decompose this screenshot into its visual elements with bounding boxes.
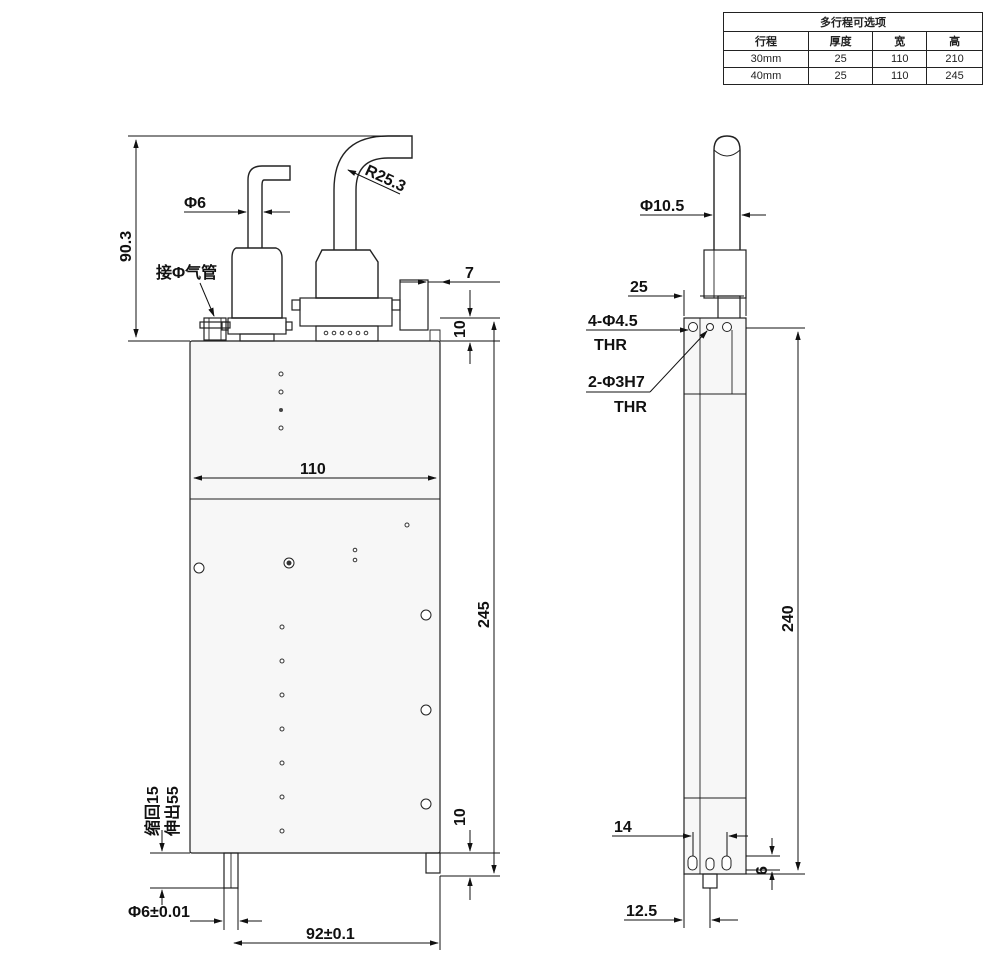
side-cable <box>713 135 741 250</box>
left-cable-connector <box>221 165 293 342</box>
connector-housing <box>299 297 393 327</box>
dim-10-top: 10 <box>440 290 500 364</box>
dim-label: 2-Φ3H7 <box>588 374 645 391</box>
side-view: Φ10.5 25 4-Φ4.5 THR 2-Φ3H7 THR <box>586 135 805 928</box>
dim-label: 12.5 <box>626 903 657 920</box>
actuator-body <box>189 340 441 854</box>
dim-stroke: 缩回15 伸出55 <box>143 786 224 905</box>
dim-rod-phi6: Φ6±0.01 <box>128 888 262 930</box>
bottom-right-foot <box>425 852 441 874</box>
center-hole-core <box>286 560 292 566</box>
mount-hole <box>193 562 205 574</box>
dim-label: 110 <box>300 461 326 478</box>
dim-7: 7 <box>400 265 500 285</box>
dim-label: 90.3 <box>118 231 135 262</box>
table-cell: 25 <box>807 67 874 85</box>
mount-hole <box>420 798 432 810</box>
front-view: 90.3 Φ6 R25.3 接Φ气管 7 <box>118 135 500 950</box>
top-right-step <box>429 329 441 341</box>
dim-6: 6 <box>746 838 780 890</box>
dim-phi6-cable: Φ6 <box>184 195 290 215</box>
dim-label: Φ10.5 <box>640 198 684 215</box>
dim-phi105: Φ10.5 <box>640 198 766 218</box>
side-connector-block <box>703 249 747 299</box>
dim-label: Φ6±0.01 <box>128 904 190 921</box>
air-pipe-callout: 接Φ气管 <box>156 263 217 317</box>
dim-92: 92±0.1 <box>233 876 441 950</box>
side-bottom-slots <box>687 855 732 871</box>
dim-label: THR <box>594 337 627 354</box>
dim-label: 接Φ气管 <box>156 263 217 282</box>
body-indicator-dots <box>278 371 410 834</box>
dim-width-110: 110 <box>193 461 437 481</box>
dim-240: 240 <box>746 327 805 875</box>
dim-label: 10 <box>452 808 469 826</box>
dim-25: 25 <box>628 279 747 316</box>
dim-label: THR <box>614 399 647 416</box>
dim-10-bottom: 10 <box>440 808 500 900</box>
dim-label: 25 <box>630 279 648 296</box>
dim-holes-45: 4-Φ4.5 THR <box>586 313 689 354</box>
side-body <box>683 317 747 875</box>
side-rod <box>702 873 718 889</box>
right-cable-connector <box>291 135 429 342</box>
mount-hole <box>420 704 432 716</box>
connector-pins <box>323 330 369 336</box>
dim-label: 92±0.1 <box>306 926 355 943</box>
dim-label: 4-Φ4.5 <box>588 313 638 330</box>
dim-height-245: 245 <box>440 321 500 877</box>
dim-125: 12.5 <box>624 874 738 928</box>
mount-hole <box>420 609 432 621</box>
dim-label: 10 <box>452 320 469 338</box>
table-cell: 110 <box>872 67 928 85</box>
dim-label: 6 <box>754 866 771 875</box>
dim-label: 伸出55 <box>163 786 182 837</box>
dim-label: 缩回15 <box>143 786 162 836</box>
dim-label: 245 <box>476 601 493 628</box>
dim-label: 7 <box>465 265 474 282</box>
side-top-holes <box>688 322 732 332</box>
side-plate <box>399 279 429 331</box>
table-cell: 245 <box>926 67 983 85</box>
dim-label: 240 <box>780 605 797 632</box>
dim-holes-3h7: 2-Φ3H7 THR <box>586 330 708 416</box>
dim-total-top-height: 90.3 <box>118 135 400 342</box>
dim-label: 14 <box>614 819 632 836</box>
table-row: 40mm 25 110 245 <box>723 67 983 85</box>
stroke-options-table: 多行程可选项 行程 厚度 宽 高 30mm 25 110 210 40mm 25… <box>723 12 983 85</box>
table-cell: 210 <box>926 50 983 68</box>
dim-label: Φ6 <box>184 195 206 212</box>
table-cell: 40mm <box>723 67 809 85</box>
dim-14: 14 <box>612 819 748 856</box>
dim-label: R25.3 <box>362 162 408 195</box>
air-fitting <box>199 317 231 341</box>
